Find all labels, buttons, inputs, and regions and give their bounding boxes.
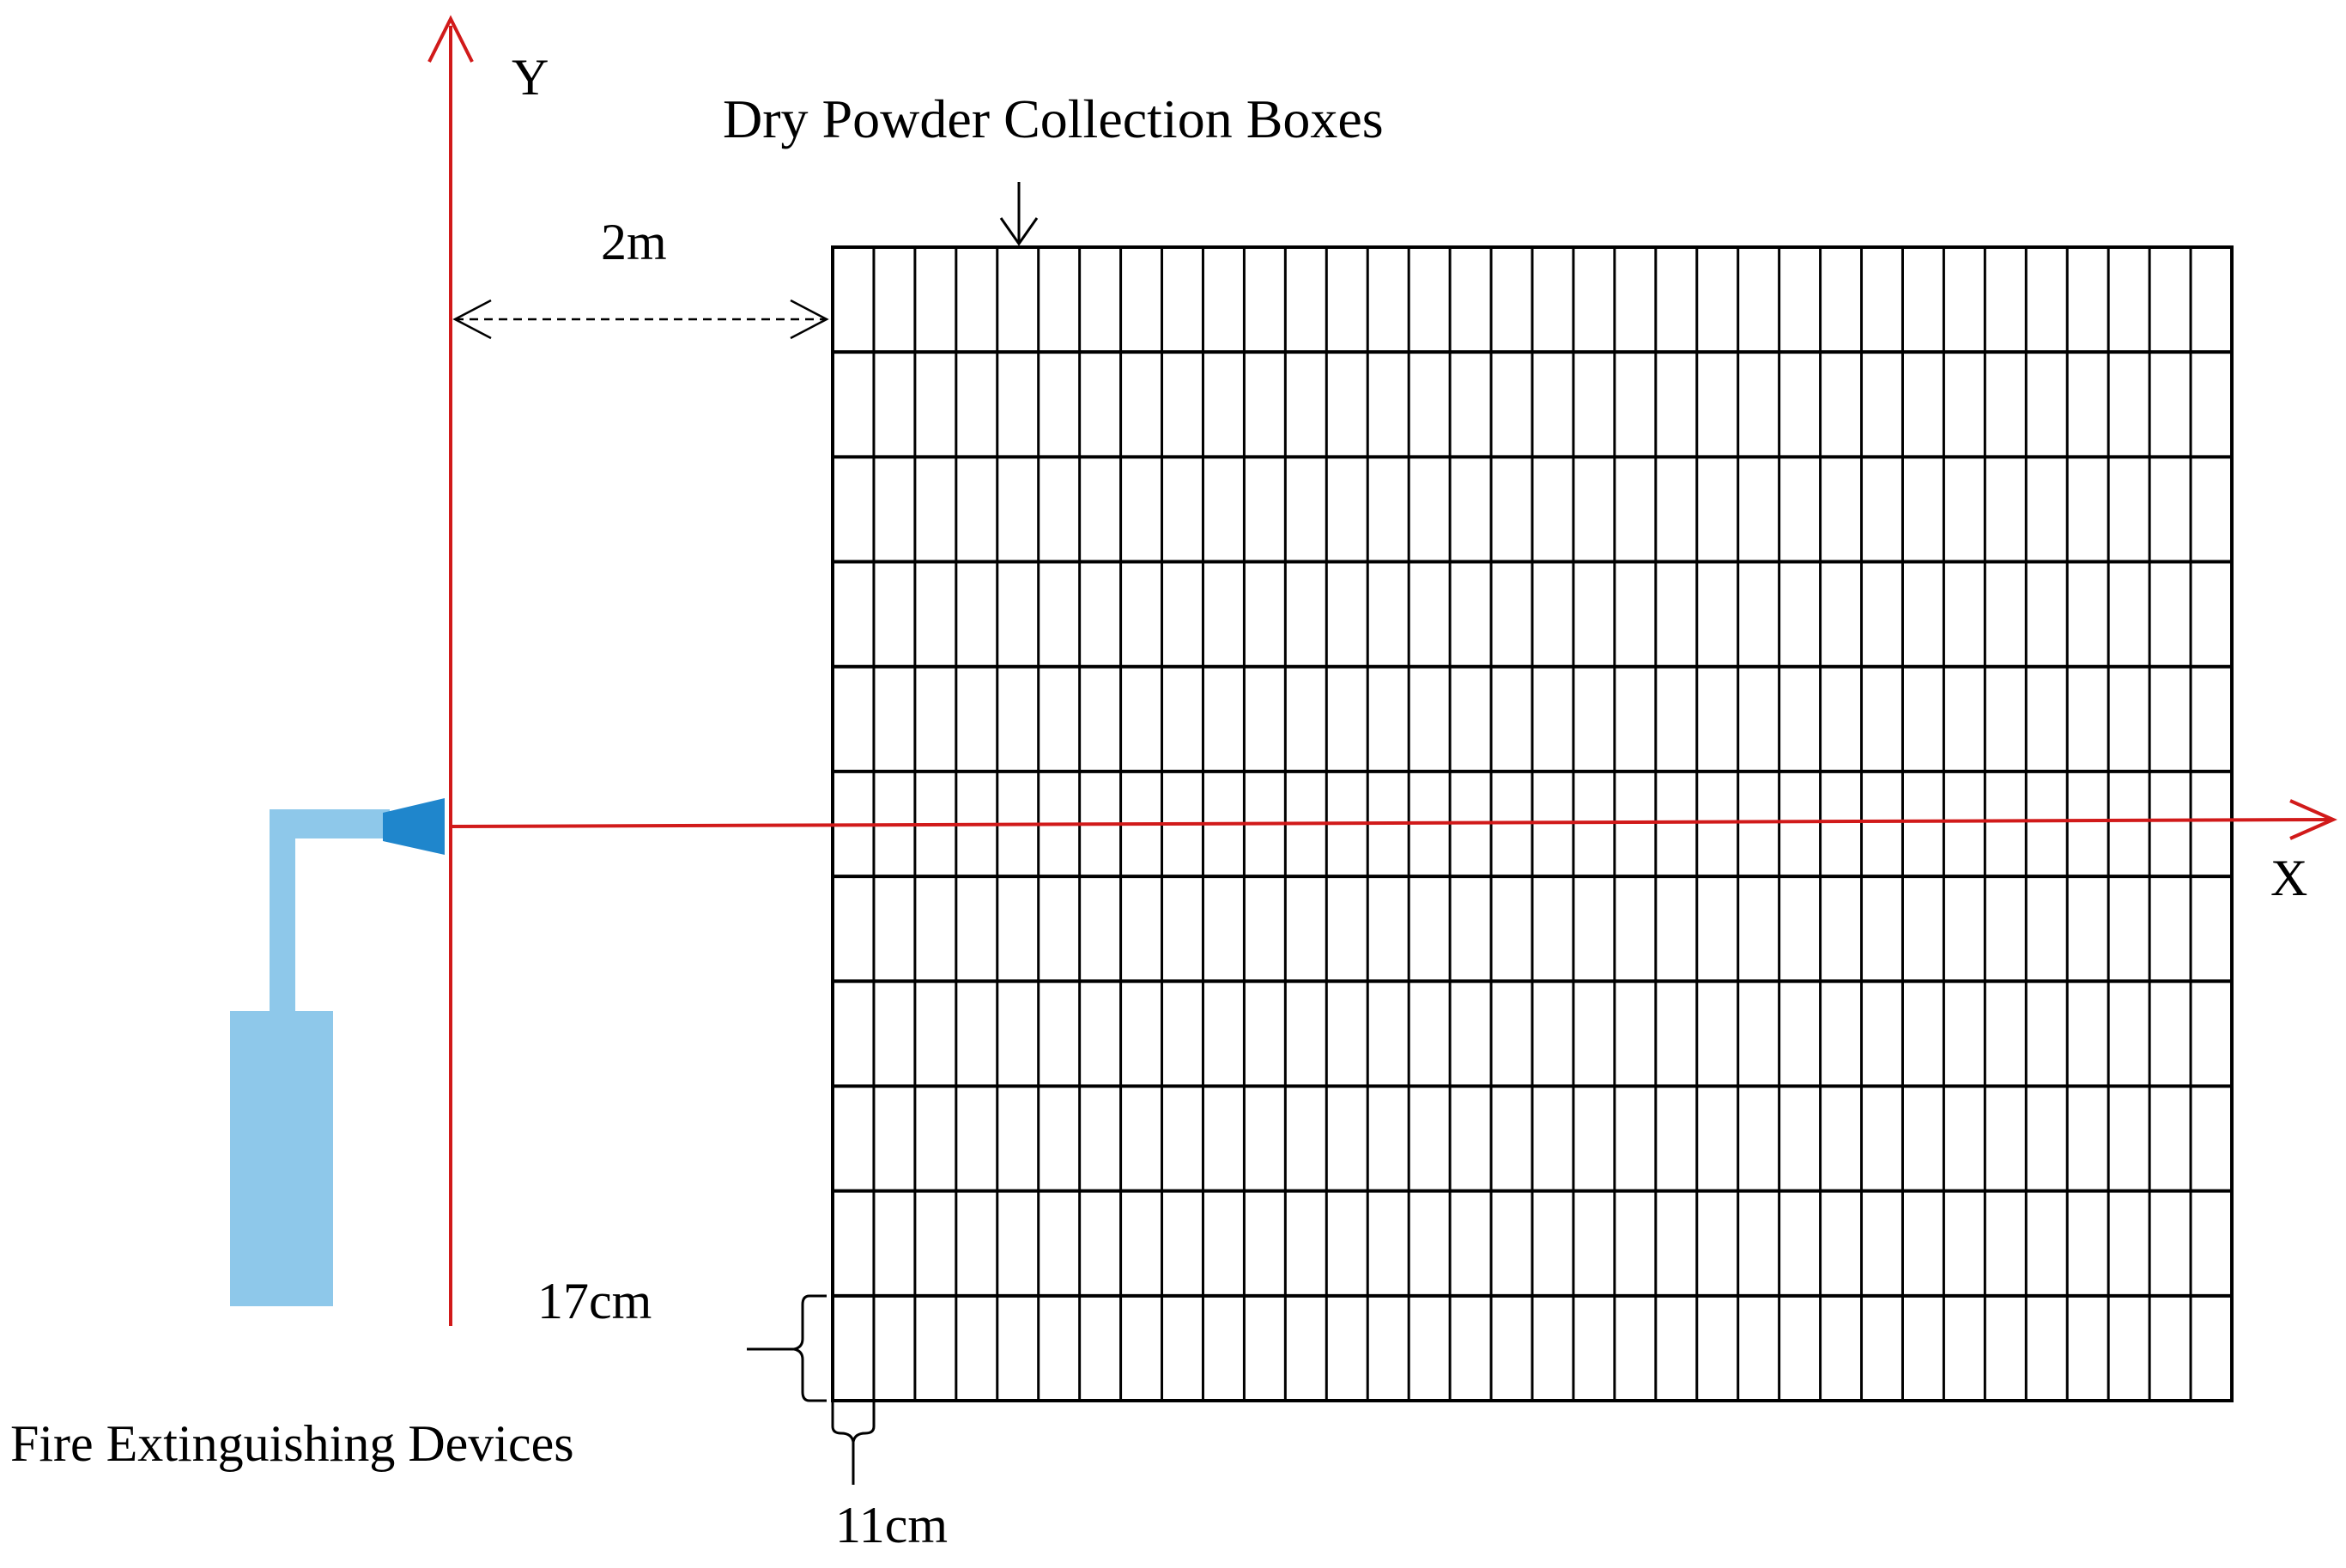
box-width-label: 11cm xyxy=(835,1497,948,1553)
distance-dimension xyxy=(452,299,829,340)
distance-label: 2m xyxy=(601,214,667,270)
x-axis-arrowhead xyxy=(2289,799,2337,840)
boxes-title: Dry Powder Collection Boxes xyxy=(723,88,1384,149)
box-width-brace xyxy=(831,1401,876,1485)
distance-left-arrowhead xyxy=(452,299,492,340)
device-label: Fire Extinguishing Devices xyxy=(10,1415,574,1472)
x-axis-label: X xyxy=(2270,850,2307,906)
extinguisher-body xyxy=(230,1011,333,1306)
width-brace-path xyxy=(831,1401,876,1485)
nozzle-icon xyxy=(383,798,445,855)
extinguisher-pipe-vertical xyxy=(270,809,295,1015)
y-axis-arrowhead xyxy=(427,15,474,63)
box-height-label: 17cm xyxy=(537,1273,652,1329)
height-brace-path xyxy=(747,1294,827,1402)
fire-extinguisher-icon xyxy=(230,798,445,1306)
pointer-head xyxy=(999,217,1039,246)
box-height-brace xyxy=(747,1294,827,1402)
y-axis xyxy=(427,15,474,1326)
x-axis-line xyxy=(450,818,2334,828)
y-axis-label: Y xyxy=(512,49,549,106)
boxes-pointer-arrow xyxy=(999,182,1039,246)
distance-right-arrowhead xyxy=(790,299,829,340)
x-axis xyxy=(450,799,2337,840)
extinguisher-pipe-horizontal xyxy=(270,809,390,838)
